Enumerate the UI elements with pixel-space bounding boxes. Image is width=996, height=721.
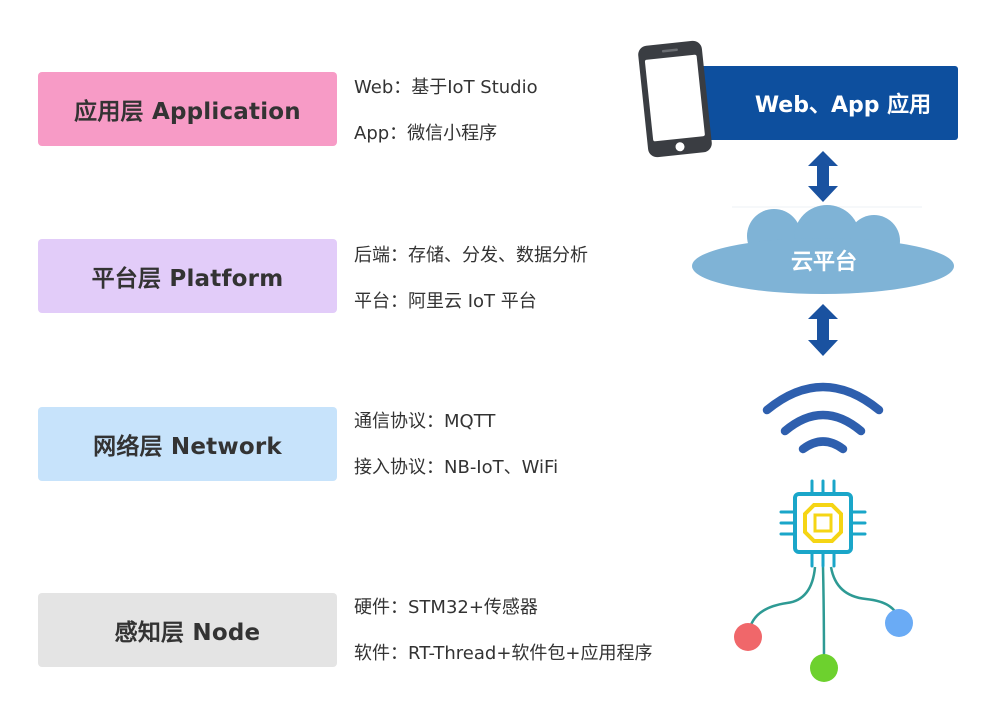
application-web-text: Web：基于IoT Studio	[354, 77, 538, 98]
node-layer-box: 感知层 Node	[38, 593, 337, 667]
node-hardware-text: 硬件：STM32+传感器	[354, 597, 538, 618]
app-banner: Web、App 应用	[690, 66, 958, 140]
platform-layer-title: 平台层 Platform	[91, 266, 284, 292]
app-banner-label: Web、App 应用	[754, 93, 932, 118]
application-app-text: App：微信小程序	[354, 123, 498, 144]
wifi-icon	[762, 382, 884, 454]
sensor-node-icon	[734, 566, 913, 682]
double-arrow-icon	[808, 304, 838, 356]
network-layer-box: 网络层 Network	[38, 407, 337, 481]
cloud-icon	[692, 205, 954, 294]
network-access-text: 接入协议：NB-IoT、WiFi	[354, 457, 559, 478]
application-layer-box: 应用层 Application	[38, 72, 337, 146]
node-layer-description: 硬件：STM32+传感器 软件：RT-Thread+软件包+应用程序	[354, 595, 652, 667]
chip-icon	[779, 479, 867, 568]
network-protocol-text: 通信协议：MQTT	[354, 411, 496, 432]
node-software-text: 软件：RT-Thread+软件包+应用程序	[354, 643, 653, 664]
platform-layer-box: 平台层 Platform	[38, 239, 337, 313]
application-layer-title: 应用层 Application	[74, 99, 301, 125]
network-layer-description: 通信协议：MQTT 接入协议：NB-IoT、WiFi	[354, 409, 558, 481]
platform-platform-text: 平台：阿里云 IoT 平台	[354, 291, 537, 312]
double-arrow-icon	[808, 151, 838, 202]
network-layer-title: 网络层 Network	[93, 434, 282, 460]
platform-backend-text: 后端：存储、分发、数据分析	[354, 245, 588, 266]
node-layer-title: 感知层 Node	[114, 620, 261, 646]
application-layer-description: Web：基于IoT Studio App：微信小程序	[354, 75, 538, 147]
phone-icon	[638, 40, 712, 158]
cloud-label: 云平台	[790, 250, 857, 275]
platform-layer-description: 后端：存储、分发、数据分析 平台：阿里云 IoT 平台	[354, 243, 588, 315]
